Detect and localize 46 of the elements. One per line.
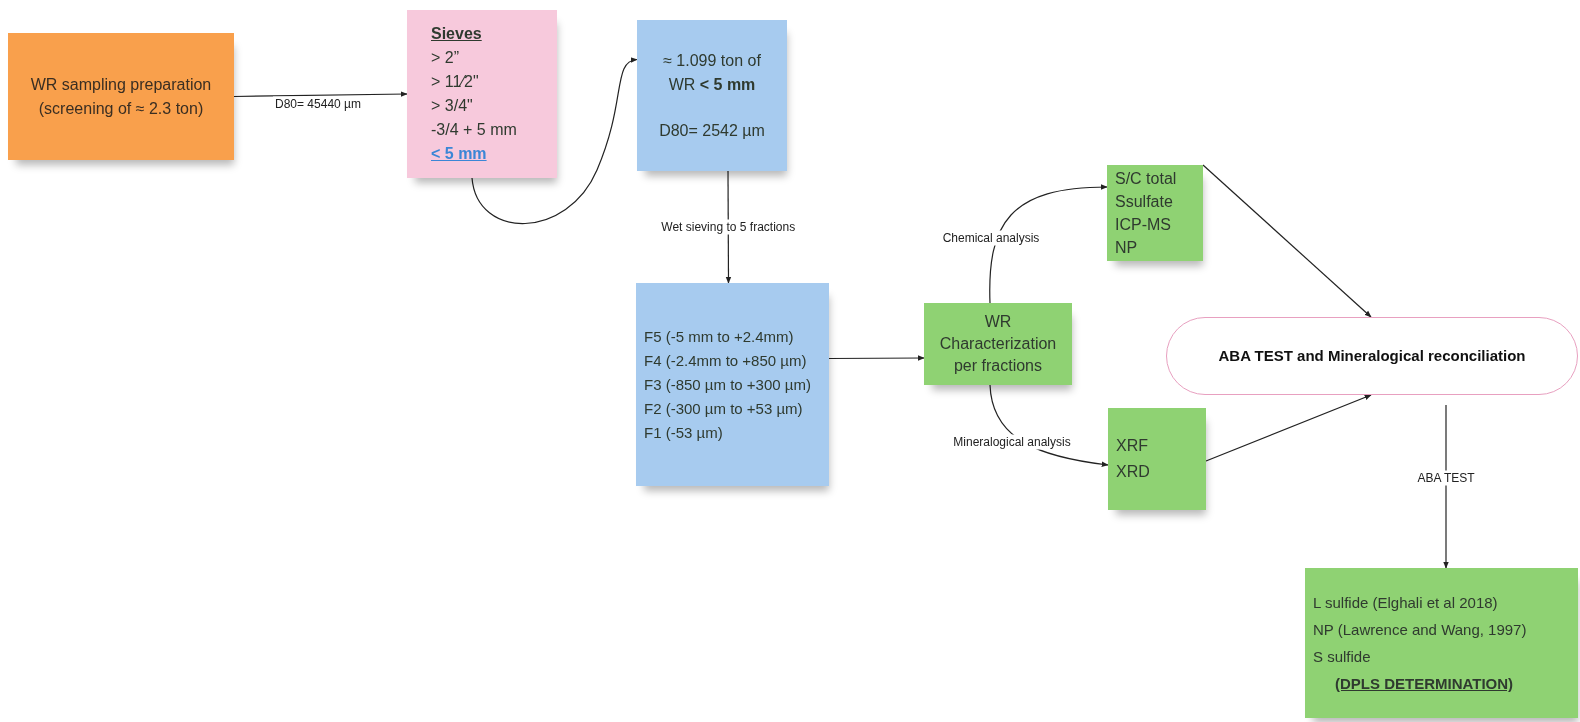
note-text: XRF [1116, 436, 1149, 456]
arrow [989, 184, 1108, 304]
note-text: ≈ 1.099 ton of WR < 5 mm [662, 50, 762, 95]
sieves-note [407, 10, 557, 178]
edge-label: ABA TEST [1415, 470, 1477, 486]
note-text: D80= 2542 µm [658, 120, 766, 141]
note-text: > 11⁄2" [431, 72, 480, 92]
note-text: NP [1115, 238, 1139, 258]
sample-note [637, 20, 787, 171]
note-text: ICP-MS [1115, 215, 1172, 235]
result-note [1305, 568, 1578, 718]
process-note [8, 33, 234, 160]
link-text: < 5 mm [431, 144, 488, 164]
heading: Sieves [431, 24, 483, 44]
note-text: > 2” [431, 48, 460, 68]
edge-label: Mineralogical analysis [951, 434, 1073, 450]
note-text: F3 (-850 µm to +300 µm) [644, 374, 812, 395]
arrow [1205, 394, 1372, 462]
arrow [471, 58, 638, 225]
note-text: > 3/4" [431, 96, 474, 116]
fractions-note [636, 283, 829, 486]
note-text: NP (Lawrence and Wang, 1997) [1313, 620, 1528, 640]
arrow [233, 91, 408, 98]
note-text: F2 (-300 µm to +53 µm) [644, 398, 804, 419]
title-text: ABA TEST and Mineralogical reconciliation [1217, 346, 1527, 366]
note-text: WR Characterization per fractions [938, 312, 1058, 376]
note-text: XRD [1116, 462, 1151, 482]
note-text: L sulfide (Elghali et al 2018) [1313, 593, 1499, 613]
note-text: (DPLS DETERMINATION) [1335, 674, 1515, 694]
note-text: WR sampling preparation (screening of ≈ 2.3 ton) [29, 74, 213, 119]
analysis-note [1107, 165, 1203, 261]
arrow [1443, 404, 1449, 569]
note-text: Ssulfate [1115, 192, 1174, 212]
edge-label: D80= 45440 µm [273, 96, 363, 112]
note-text: -3/4 + 5 mm [431, 120, 518, 140]
note-text: S/C total [1115, 169, 1178, 189]
note-text: F1 (-53 µm) [644, 422, 724, 443]
note-text: S sulfide [1313, 647, 1372, 667]
arrow [1202, 164, 1372, 318]
arrow [828, 355, 925, 361]
edge-label: Chemical analysis [940, 230, 1042, 246]
edge-label: Wet sieving to 5 fractions [659, 219, 798, 235]
note-text: F5 (-5 mm to +2.4mm) [644, 326, 795, 347]
analysis-note [1108, 408, 1206, 510]
process-note [924, 303, 1072, 385]
note-text: F4 (-2.4mm to +850 µm) [644, 350, 808, 371]
